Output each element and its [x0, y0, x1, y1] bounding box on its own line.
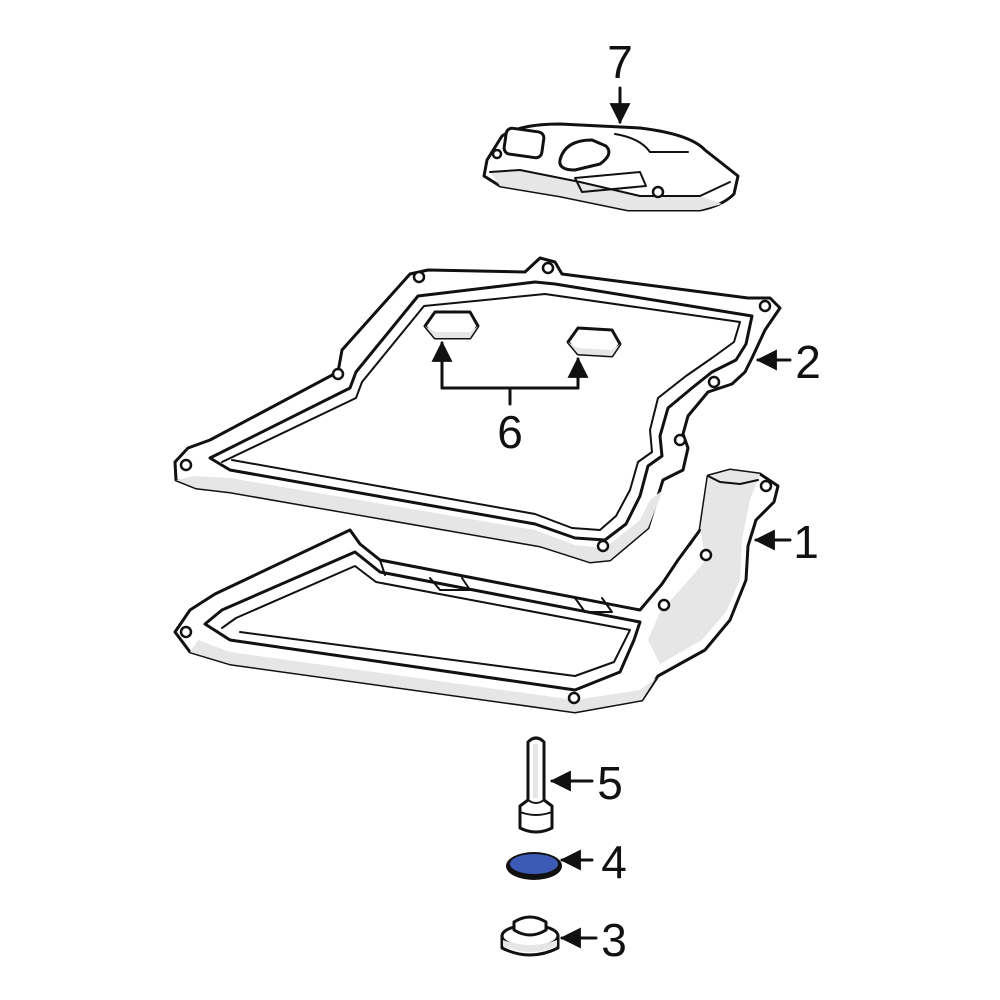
callout-5: 5 — [597, 757, 623, 809]
part-3-plug[interactable] — [500, 915, 560, 957]
callout-6: 6 — [497, 406, 523, 458]
part-7-filter[interactable] — [482, 122, 740, 212]
part-1-oil-pan[interactable] — [173, 468, 780, 714]
part-5-bolt[interactable] — [518, 736, 554, 834]
leader-lines — [431, 86, 792, 949]
callout-2: 2 — [795, 336, 821, 388]
callout-4: 4 — [601, 836, 627, 888]
part-2-gasket[interactable] — [173, 256, 782, 564]
callout-3: 3 — [601, 914, 627, 966]
part-6-pad-right[interactable] — [566, 326, 622, 358]
part-6-pad-left[interactable] — [423, 310, 480, 340]
callout-1: 1 — [793, 516, 819, 568]
part-4-washer[interactable] — [506, 852, 562, 880]
callout-7: 7 — [607, 36, 633, 88]
